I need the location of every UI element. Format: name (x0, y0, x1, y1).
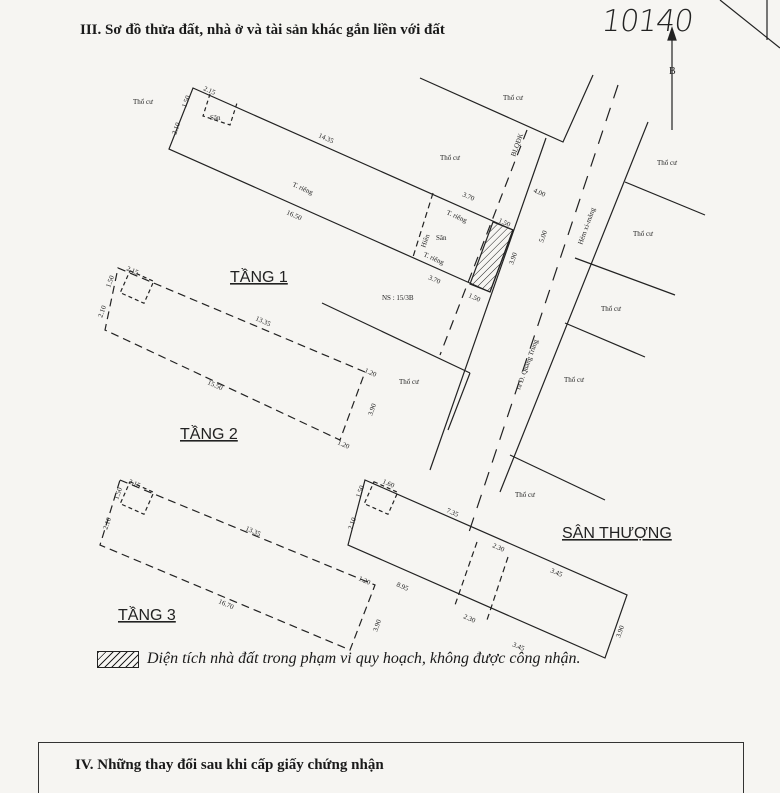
dim-label: 3.70 (461, 191, 476, 203)
t-rieng-label: T. riêng (291, 181, 314, 197)
floor2-label: TẦNG 2 (180, 424, 238, 443)
neighbor-label: Thổ cư (515, 491, 535, 499)
neighbor-label: Thổ cư (440, 154, 460, 162)
section-3-title: III. Sơ đồ thửa đất, nhà ở và tài sản kh… (80, 22, 445, 38)
legend: Diện tích nhà đất trong phạm vi quy hoạc… (97, 650, 581, 668)
dim-label: 1.50 (104, 274, 116, 289)
dim-label: 5.00 (537, 229, 549, 244)
road-right-edge (499, 121, 649, 493)
hem-label: Hẻm xi-măng (576, 206, 597, 246)
north-arrowhead-icon (667, 26, 677, 41)
dim-label: 2.15 (127, 478, 142, 490)
neighbor-label: Thổ cư (503, 94, 523, 102)
dim-label: 4.00 (532, 187, 547, 199)
hien-label: Hiên (419, 233, 431, 249)
dim-label: 1.20 (363, 367, 378, 379)
san-label: Sân (436, 234, 447, 242)
floor3-label: TẦNG 3 (118, 605, 176, 624)
dim-label: 1.20 (336, 439, 351, 451)
corner-line (719, 0, 780, 49)
san-label: Sân (210, 114, 221, 122)
hatch-swatch-icon (97, 650, 139, 668)
hatched-area (469, 221, 514, 293)
dim-label: 7.35 (445, 507, 460, 519)
road-centerline (467, 84, 619, 536)
road-label: ra Đ. Quang Trung (514, 338, 540, 391)
dim-label: 16.70 (217, 598, 235, 612)
section-4-box: IV. Những thay đổi sau khi cấp giấy chứn… (38, 742, 744, 793)
dim-label: 2.30 (491, 542, 506, 554)
rooftop-outline (347, 479, 628, 659)
blqdk-line (439, 129, 528, 356)
dim-label: 1.50 (112, 486, 124, 501)
dim-label: 2.10 (346, 516, 358, 531)
north-label: B (669, 66, 676, 77)
neighbor-label: Thổ cư (133, 98, 153, 106)
dim-label: 13.35 (244, 525, 262, 539)
dim-label: 3.90 (371, 618, 383, 633)
dim-label: 14.35 (317, 132, 335, 146)
dim-label: 3.70 (427, 274, 442, 286)
neighbor-label: Thổ cư (399, 378, 419, 386)
floor2-outline (104, 267, 366, 441)
dim-label: 2.10 (101, 516, 113, 531)
dim-label: 16.50 (285, 209, 303, 223)
dim-label: 15.50 (206, 379, 224, 393)
dim-label: 1.50 (180, 94, 192, 109)
blqdk-label: BLQĐK (509, 132, 525, 157)
neighbor-label: Thổ cư (564, 376, 584, 384)
dim-label: 3.90 (614, 624, 626, 639)
legend-text: Diện tích nhà đất trong phạm vi quy hoạc… (147, 650, 581, 667)
neighbor-label: Thổ cư (633, 230, 653, 238)
dim-label: 1.20 (357, 575, 372, 587)
dim-label: 3.45 (549, 567, 564, 579)
dim-label: 1.50 (467, 292, 482, 304)
dim-label: 2.30 (462, 613, 477, 625)
t-rieng-label: T. riêng (422, 251, 445, 267)
road-left-edge (429, 137, 547, 471)
dim-label: 2.15 (202, 85, 217, 97)
neighbor-label: Thổ cư (657, 159, 677, 167)
ns-label: NS : 15/3B (382, 294, 414, 302)
dim-label: 1.50 (354, 484, 366, 499)
dim-label: 3.90 (507, 251, 519, 266)
rooftop-label: SÂN THƯỢNG (562, 523, 672, 542)
floor3-outline (99, 479, 376, 651)
dim-label: 8.95 (395, 581, 410, 593)
dim-label: 2.10 (170, 121, 182, 136)
section-4-title: IV. Những thay đổi sau khi cấp giấy chứn… (75, 757, 384, 773)
floor1-label: TẦNG 1 (230, 267, 288, 286)
t-rieng-label: T. riêng (445, 209, 468, 225)
floor1-outline (168, 87, 514, 293)
dim-label: 3.90 (366, 402, 378, 417)
dim-label: 2.10 (96, 304, 108, 319)
neighbor-label: Thổ cư (601, 305, 621, 313)
